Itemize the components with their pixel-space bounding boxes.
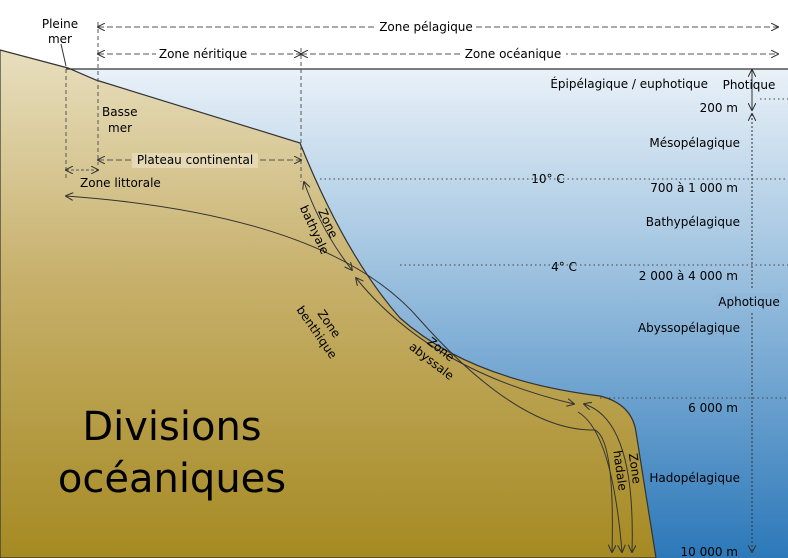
label-zone-littorale: Zone littorale — [80, 176, 161, 190]
label-temp-4: 4° C — [551, 260, 577, 274]
label-depth-6000: 6 000 m — [688, 401, 738, 415]
label-aphotique: Aphotique — [718, 295, 779, 309]
label-photique: Photique — [723, 78, 776, 92]
label-abyssopelagique: Abyssopélagique — [638, 321, 740, 335]
label-temp-10: 10° C — [531, 172, 564, 186]
label-pleine-mer-2: mer — [48, 32, 72, 46]
label-zone-hadale-2: hadale — [610, 449, 630, 491]
label-bathypelagique: Bathypélagique — [646, 215, 740, 229]
label-hadopelagique: Hadopélagique — [649, 471, 740, 485]
label-epipelagique: Épipélagique / euphotique — [550, 76, 708, 91]
label-pleine-mer-1: Pleine — [42, 17, 78, 31]
label-depth-2000: 2 000 à 4 000 m — [639, 269, 738, 283]
title-line-2: océaniques — [58, 456, 286, 502]
label-zone-pelagique: Zone pélagique — [379, 20, 473, 34]
label-mesopelagique: Mésopélagique — [649, 136, 740, 150]
label-plateau-continental: Plateau continental — [137, 153, 253, 167]
label-depth-10000: 10 000 m — [681, 545, 739, 558]
title-line-1: Divisions — [82, 404, 261, 450]
label-basse-mer-2: mer — [108, 121, 132, 135]
label-depth-700: 700 à 1 000 m — [650, 181, 738, 195]
arrow-zone-benthique — [66, 196, 612, 552]
label-zone-hadale-1: Zone — [626, 452, 644, 484]
pointer-pleine-mer — [60, 43, 67, 67]
label-depth-200: 200 m — [700, 101, 738, 115]
label-zone-neritique: Zone néritique — [159, 47, 247, 61]
label-basse-mer-1: Basse — [102, 105, 137, 119]
label-zone-oceanique: Zone océanique — [465, 47, 562, 61]
